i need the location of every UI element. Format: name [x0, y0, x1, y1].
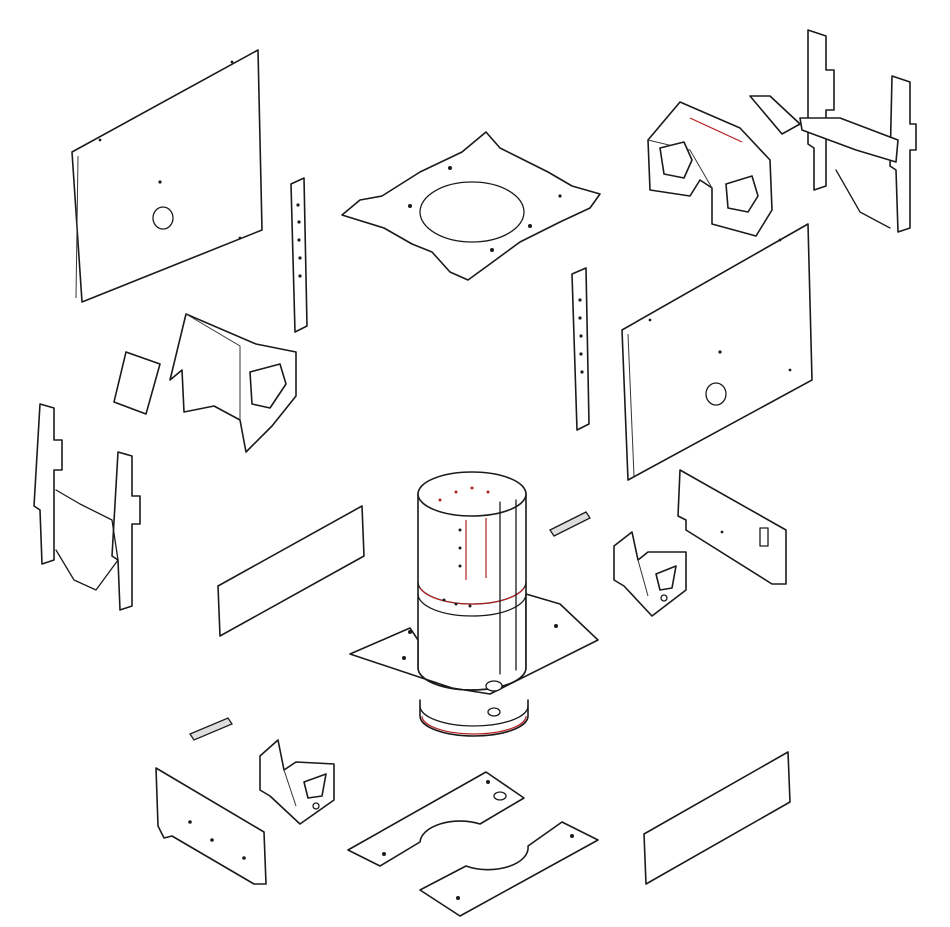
u-bracket-right: [613, 531, 687, 617]
cylinder-bottom-ring: [419, 699, 529, 737]
small-clip-right: [549, 511, 591, 537]
side-panel-right: [621, 223, 813, 481]
folded-bracket-left: [113, 313, 297, 453]
small-clip-left: [189, 717, 233, 741]
cylinder-housing: [417, 471, 527, 691]
top-mounting-plate: [341, 131, 601, 281]
flat-panel-bottom-right: [643, 751, 791, 885]
bracket-cluster-top-right: [647, 95, 801, 237]
base-plate: [349, 593, 599, 695]
side-panel-left: [71, 49, 263, 303]
u-bracket-bottom-left: [259, 739, 335, 825]
vertical-frame-left: [33, 403, 141, 611]
split-plate-upper-half: [347, 771, 525, 867]
vertical-frame-top-right: [799, 29, 917, 233]
split-plate-lower-half: [419, 821, 599, 917]
flat-panel-left: [217, 505, 365, 637]
shaped-panel-bottom-left: [155, 767, 267, 885]
slotted-strip-center: [571, 267, 590, 431]
shaped-panel-right: [677, 469, 787, 585]
slotted-strip-left: [290, 177, 308, 333]
